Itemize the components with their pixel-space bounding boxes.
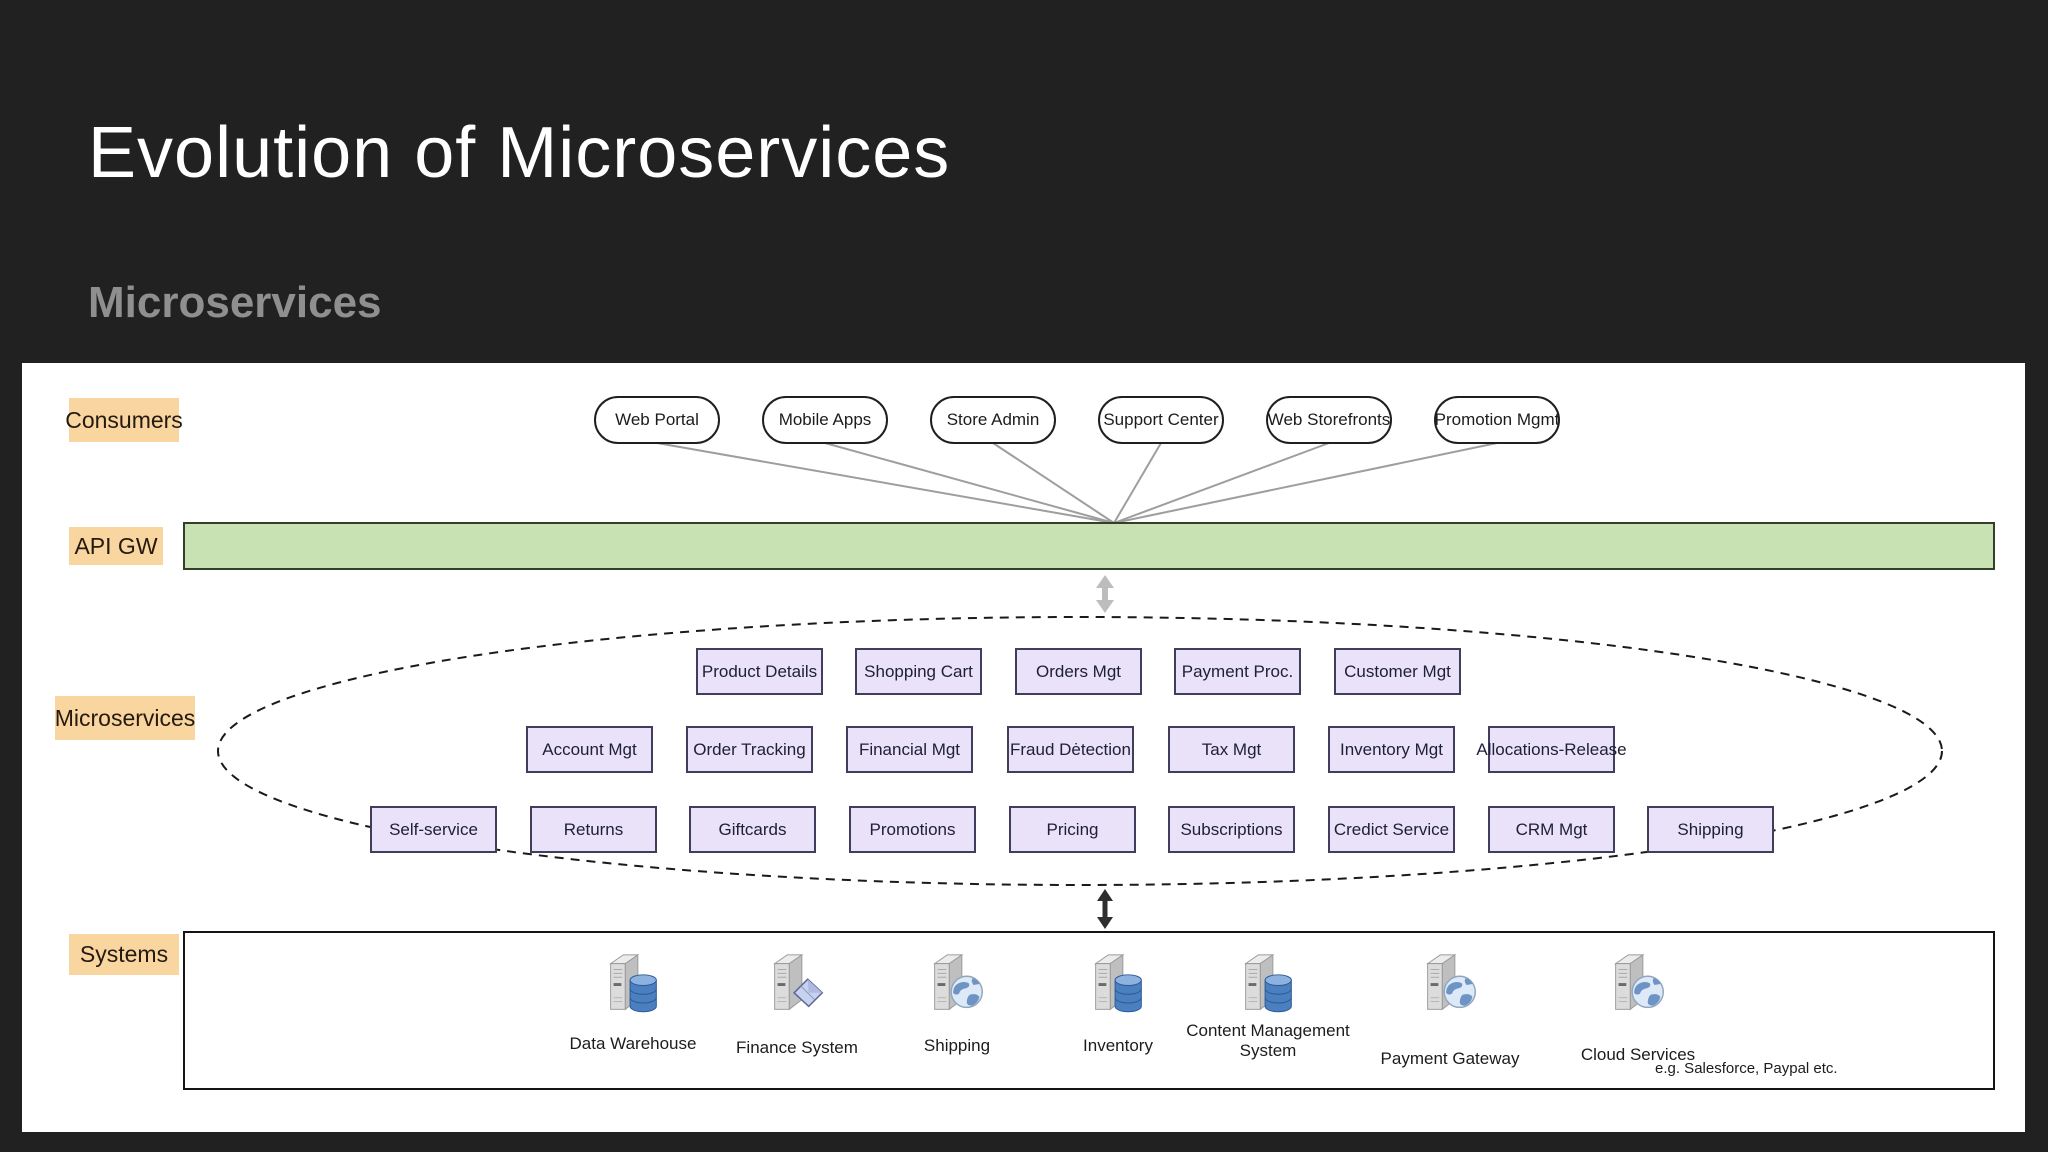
microservice-box: Orders Mgt	[1015, 648, 1142, 695]
system-label: Shipping	[923, 1036, 991, 1055]
server-globe-icon	[1603, 951, 1673, 1026]
system-item: Data Warehouse	[533, 951, 733, 1083]
consumer-link-line	[656, 442, 1115, 524]
server-card-icon	[762, 951, 832, 1026]
section-label-microservices: Microservices	[55, 696, 195, 740]
api-gateway-bar	[183, 522, 1995, 570]
section-label-consumers: Consumers	[65, 398, 183, 442]
microservices-ellipse	[217, 616, 1943, 886]
consumer-link-line	[1113, 442, 1162, 524]
slide-title: Evolution of Microservices	[88, 113, 951, 193]
microservice-box: Allocations-Release	[1476, 726, 1627, 773]
system-item: Content Management System	[1168, 951, 1368, 1083]
microservices-systems-arrow	[1097, 889, 1113, 929]
microservice-box: Giftcards	[689, 806, 816, 853]
server-database-icon	[1083, 951, 1153, 1026]
consumer-pill: Support Center	[1098, 396, 1224, 444]
system-item: Inventory	[1018, 951, 1218, 1083]
diagram-connectors	[217, 442, 1943, 929]
consumer-pill: Web Storefronts	[1266, 396, 1392, 444]
microservice-box: Tax Mgt	[1168, 726, 1295, 773]
system-label: Content Management System	[1186, 1021, 1350, 1061]
microservice-box: Self-service	[370, 806, 497, 853]
system-label: Inventory	[1083, 1036, 1153, 1055]
diagram-panel: Consumers API GW Microservices Systems W…	[22, 363, 2025, 1132]
microservice-box: Credict Service	[1328, 806, 1455, 853]
system-label: Data Warehouse	[569, 1034, 697, 1053]
server-database-icon	[1233, 951, 1303, 1026]
gateway-microservices-arrow	[1096, 575, 1114, 613]
system-sublabel: e.g. Salesforce, Paypal etc.	[1655, 1060, 1838, 1077]
systems-container-box	[183, 931, 1995, 1090]
microservice-box: Shipping	[1647, 806, 1774, 853]
system-label: Payment Gateway	[1380, 1049, 1520, 1068]
server-globe-icon	[1415, 951, 1485, 1026]
microservice-box: Order Tracking	[686, 726, 813, 773]
system-label: Cloud Services	[1580, 1045, 1696, 1064]
microservice-box: Shopping Cart	[855, 648, 982, 695]
microservice-box: Pricing	[1009, 806, 1136, 853]
microservice-box: Financial Mgt	[846, 726, 973, 773]
section-label-systems: Systems	[69, 934, 179, 975]
microservice-box: Account Mgt	[526, 726, 653, 773]
microservice-box: Fraud Dėtection	[1007, 726, 1134, 773]
microservice-box: Returns	[530, 806, 657, 853]
consumer-link-line	[1113, 442, 1330, 524]
microservice-box: Payment Proc.	[1174, 648, 1301, 695]
consumer-link-line	[1113, 442, 1498, 524]
consumer-pill: Mobile Apps	[762, 396, 888, 444]
consumer-pill: Promotion Mgmt	[1434, 396, 1560, 444]
consumer-pill: Web Portal	[594, 396, 720, 444]
system-item: Shipping	[857, 951, 1057, 1083]
microservice-box: Product Details	[696, 648, 823, 695]
system-item: Finance System	[697, 951, 897, 1083]
microservice-box: CRM Mgt	[1488, 806, 1615, 853]
microservice-box: Subscriptions	[1168, 806, 1295, 853]
server-globe-icon	[922, 951, 992, 1026]
slide-subtitle: Microservices	[88, 278, 382, 327]
consumer-pill: Store Admin	[930, 396, 1056, 444]
microservice-box: Promotions	[849, 806, 976, 853]
microservice-box: Customer Mgt	[1334, 648, 1461, 695]
server-database-icon	[598, 951, 668, 1026]
system-label: Finance System	[736, 1038, 858, 1057]
system-item: Payment Gateway	[1350, 951, 1550, 1083]
section-label-api-gateway: API GW	[69, 527, 163, 565]
consumer-link-line	[992, 442, 1115, 524]
consumer-link-line	[824, 442, 1115, 524]
microservice-box: Inventory Mgt	[1328, 726, 1455, 773]
